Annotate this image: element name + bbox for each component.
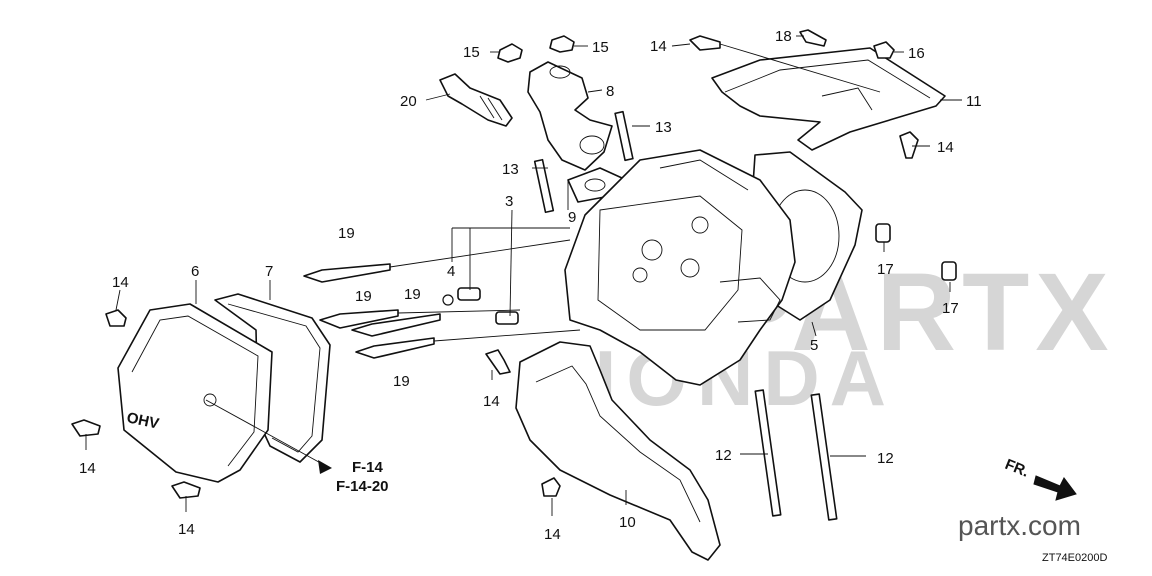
head-bolt-parts — [303, 263, 441, 359]
reference-label-sub: F-14-20 — [336, 478, 389, 495]
callout-14: 14 — [483, 393, 500, 410]
dowel-pin-parts — [875, 223, 957, 281]
callout-9: 9 — [568, 209, 576, 226]
callout-16: 16 — [908, 45, 925, 62]
long-stud-parts — [754, 389, 838, 521]
valve-cover-part: OHV — [117, 303, 273, 483]
callout-13: 13 — [655, 119, 672, 136]
heat-shield-part — [711, 47, 946, 151]
callout-10: 10 — [619, 514, 636, 531]
callout-14: 14 — [112, 274, 129, 291]
callout-6: 6 — [191, 263, 199, 280]
callout-13: 13 — [502, 161, 519, 178]
reference-label: F-14 — [352, 459, 384, 476]
callout-14: 14 — [79, 460, 96, 477]
callout-11: 11 — [966, 93, 982, 110]
direction-label: FR. — [1003, 456, 1032, 481]
stud-bolt-parts — [533, 110, 634, 214]
callout-15: 15 — [463, 44, 480, 61]
callout-12: 12 — [877, 450, 894, 467]
callout-7: 7 — [265, 263, 273, 280]
callout-18: 18 — [775, 28, 792, 45]
callout-17: 17 — [877, 261, 894, 278]
callout-19: 19 — [355, 288, 372, 305]
callout-19: 19 — [393, 373, 410, 390]
cylinder-head-part — [564, 149, 796, 386]
intake-manifold-part — [527, 61, 613, 171]
callout-20: 20 — [400, 93, 417, 110]
callout-12: 12 — [715, 447, 732, 464]
cover-emboss-text: OHV — [125, 409, 160, 432]
callout-4: 4 — [447, 263, 455, 280]
front-direction-arrow: FR. — [1003, 456, 1077, 501]
reference-arrowhead — [318, 460, 332, 474]
leader-lines — [85, 35, 962, 516]
callout-19: 19 — [404, 286, 421, 303]
spark-plug-part — [439, 73, 513, 127]
pin-parts — [442, 287, 519, 325]
callout-3: 3 — [505, 193, 513, 210]
callout-14: 14 — [544, 526, 561, 543]
bracket-part — [515, 341, 721, 561]
site-label: partx.com — [958, 510, 1081, 541]
callout-8: 8 — [606, 83, 614, 100]
callout-14: 14 — [178, 521, 195, 538]
callout-15: 15 — [592, 39, 609, 56]
callout-5: 5 — [810, 337, 818, 354]
diagram-code: ZT74E0200D — [1042, 552, 1108, 564]
callout-17: 17 — [942, 300, 959, 317]
small-fastener-parts — [71, 29, 919, 499]
callout-14: 14 — [937, 139, 954, 156]
callout-19: 19 — [338, 225, 355, 242]
callout-14: 14 — [650, 38, 667, 55]
